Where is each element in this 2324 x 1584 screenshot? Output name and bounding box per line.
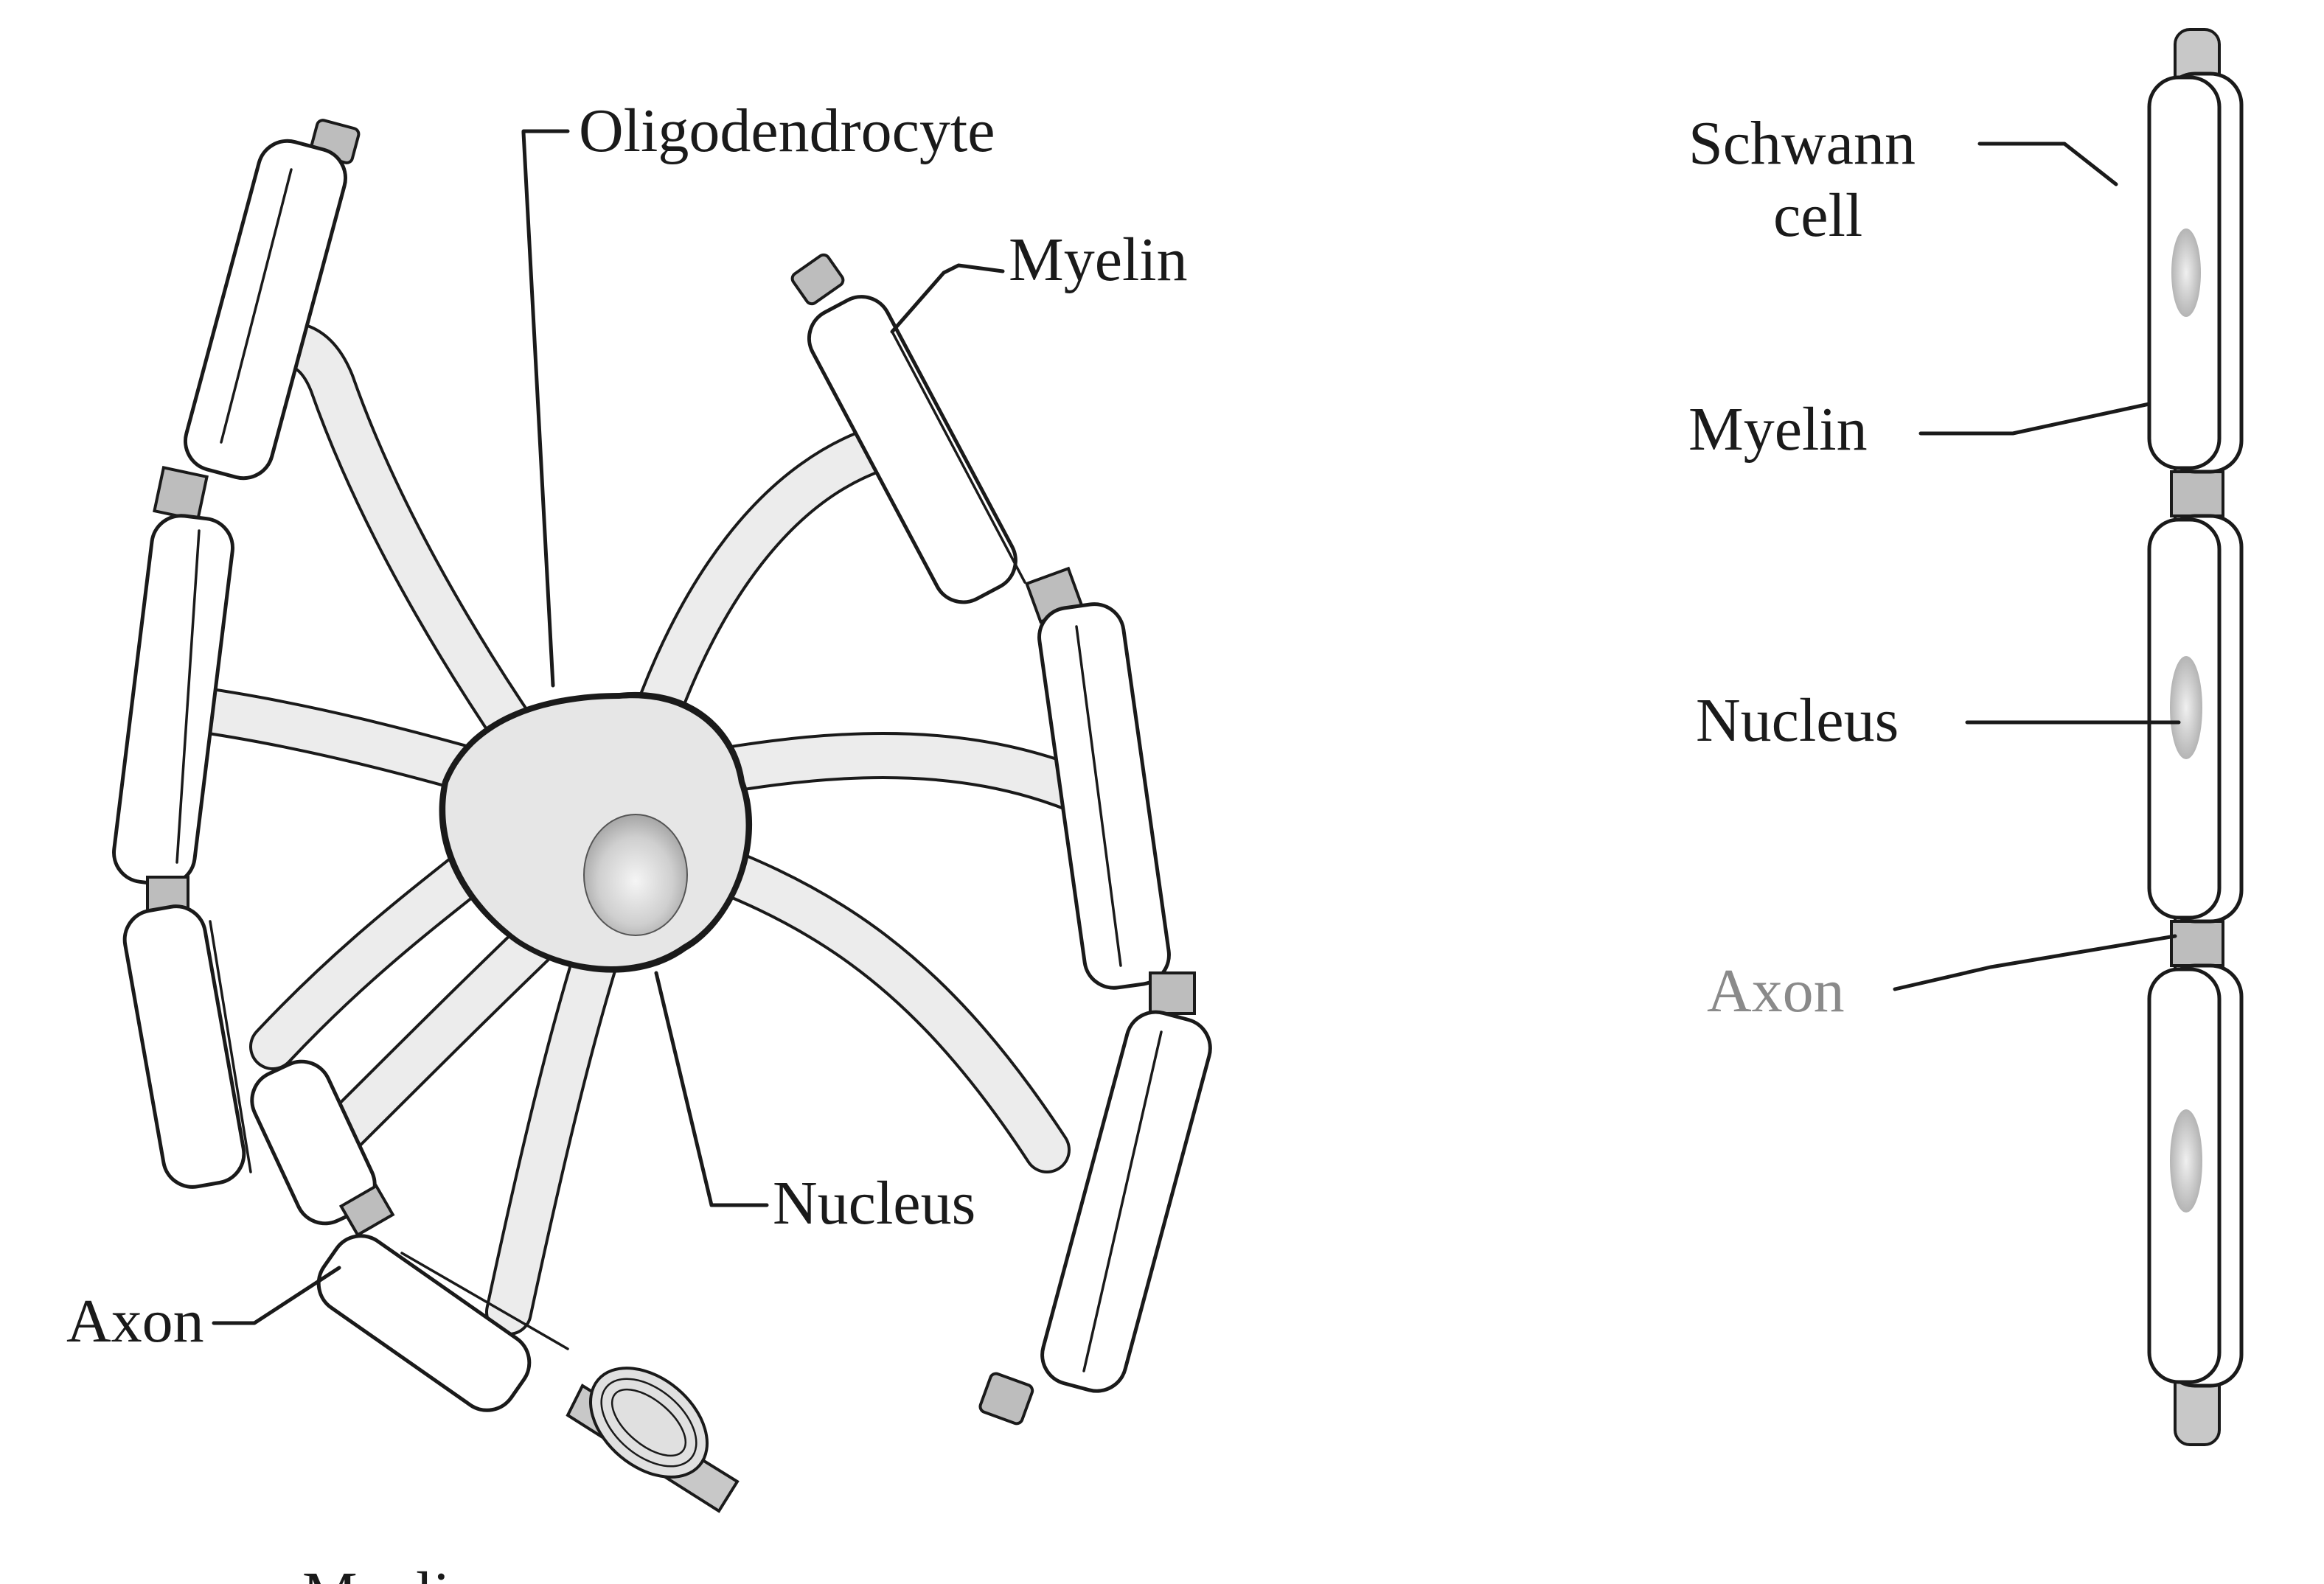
- myelin-sheaths-left-arc: [112, 119, 740, 1513]
- axon-leader-right: [1893, 934, 2177, 991]
- oligodendrocyte-body: [439, 691, 753, 973]
- cropped-caption: Myelin: [302, 1560, 481, 1584]
- axon-label-left: Axon: [66, 1287, 204, 1356]
- schwann-nucleus: [2170, 656, 2202, 759]
- node-of-ranvier: [2170, 470, 2224, 517]
- schwann-cell-figure: Schwann cell Myelin Nucleus Axon: [1688, 28, 2244, 1446]
- myelin-label-left: Myelin: [1009, 226, 1188, 294]
- oligodendrocyte-label: Oligodendrocyte: [579, 97, 995, 165]
- oligodendrocyte-figure: Oligodendrocyte Myelin Nucleus Axon Myel…: [66, 97, 1212, 1584]
- myelin-leader-right: [1918, 402, 2151, 436]
- schwann-segment: [2147, 963, 2244, 1388]
- nucleus-label-left: Nucleus: [773, 1169, 975, 1238]
- myelin-label-right: Myelin: [1688, 395, 1868, 464]
- myelin-leader-left: [890, 263, 1005, 334]
- axon-leader-left: [212, 1266, 341, 1325]
- oligodendrocyte-leader: [521, 129, 570, 688]
- oligodendrocyte-nucleus: [583, 814, 688, 936]
- schwann-label-line1: Schwann: [1688, 109, 1916, 178]
- axon-label-right: Axon: [1707, 957, 1845, 1025]
- schwann-leader: [1977, 142, 2118, 186]
- schwann-label-line2: cell: [1773, 181, 1862, 250]
- nucleus-leader-left: [654, 971, 769, 1207]
- schwann-segment: [2147, 514, 2244, 924]
- myelin-sheaths-right-arc: [790, 253, 1212, 1426]
- schwann-nucleus: [2170, 1109, 2202, 1213]
- schwann-segment: [2147, 71, 2244, 474]
- schwann-nucleus: [2171, 228, 2201, 317]
- nucleus-label-right: Nucleus: [1696, 686, 1899, 755]
- node-of-ranvier: [2170, 920, 2224, 967]
